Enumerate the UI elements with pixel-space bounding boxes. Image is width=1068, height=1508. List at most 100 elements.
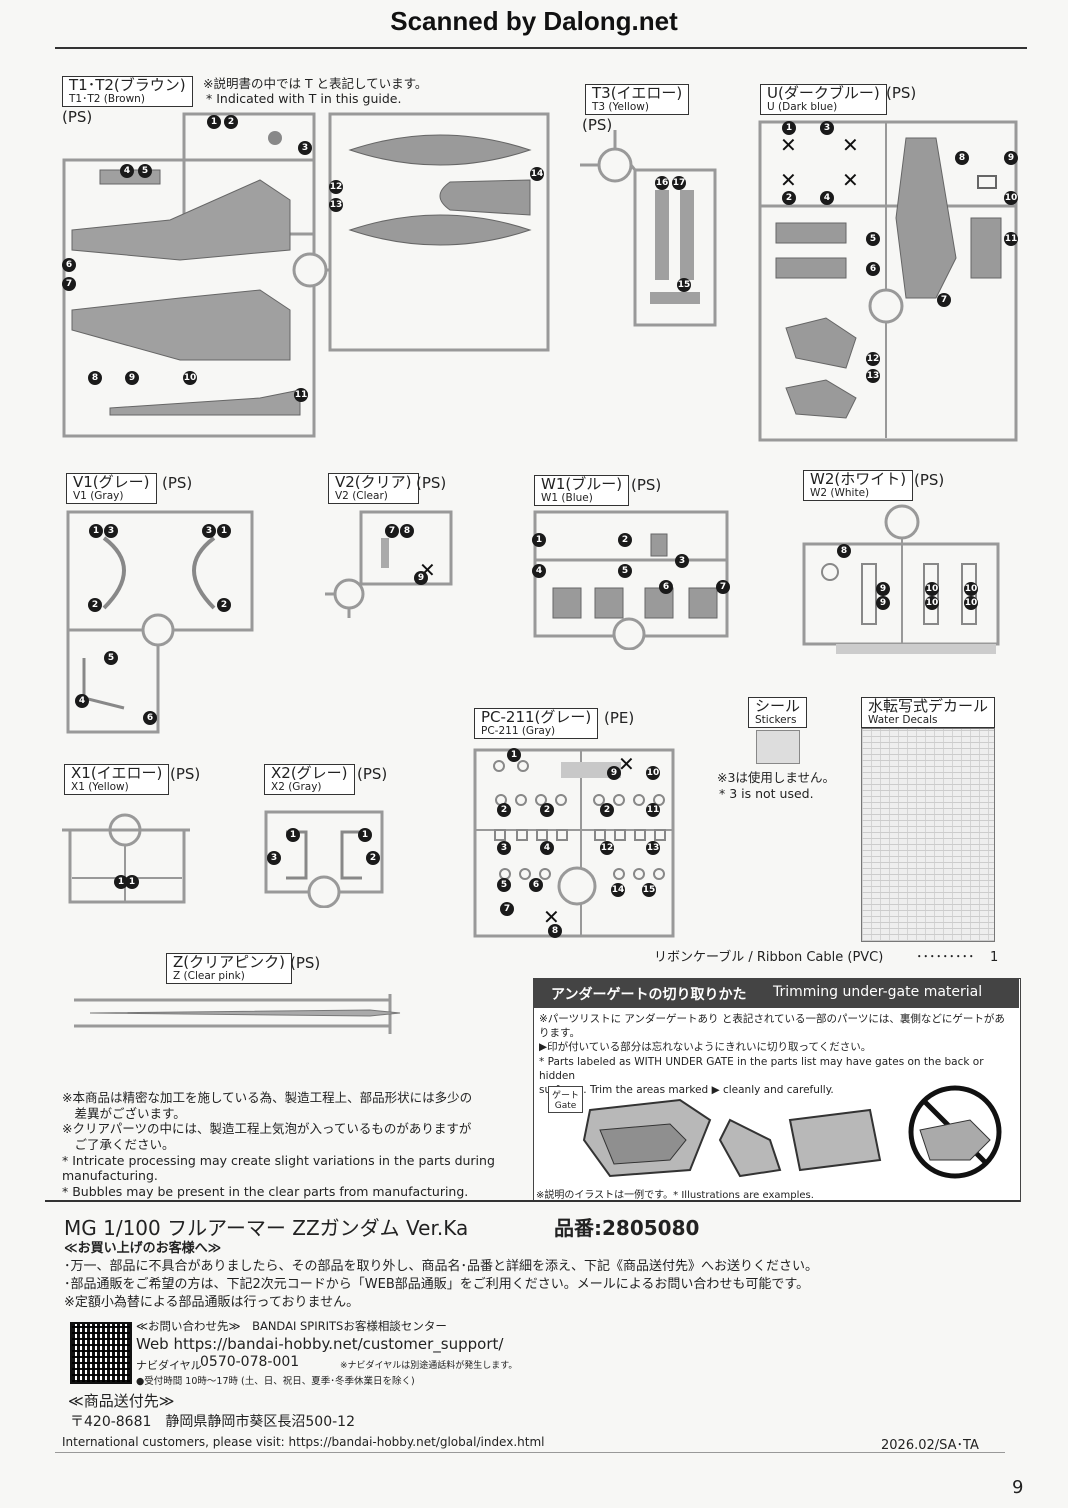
part-number-marker: 10: [1004, 191, 1018, 205]
part-number-marker: 1: [114, 875, 128, 889]
part-number-marker: 4: [820, 191, 834, 205]
part-number-marker: 9: [125, 371, 139, 385]
sprue-t1t2-material: (PS): [62, 108, 93, 126]
part-number-marker: 5: [104, 651, 118, 665]
reception-hours: ●受付時間 10時～17時 (土、日、祝日、夏季･冬季休業日を除く): [136, 1376, 415, 1387]
product-title: MG 1/100 フルアーマー ZZガンダム Ver.Ka: [64, 1216, 469, 1240]
ribbon-cable-text: リボンケーブル / Ribbon Cable (PVC): [654, 950, 884, 965]
part-number-marker: 11: [646, 803, 660, 817]
part-number-marker: 3: [104, 524, 118, 538]
part-number-marker: 9: [876, 596, 890, 610]
part-number-marker: 5: [138, 164, 152, 178]
gate-label: ゲート Gate: [548, 1086, 584, 1113]
unused-part-x-icon: ✕: [842, 133, 859, 157]
unused-part-x-icon: ✕: [543, 905, 560, 929]
part-number-marker: 10: [925, 582, 939, 596]
part-number-marker: 9: [607, 766, 621, 780]
sprue-x2-material: (PS): [357, 765, 388, 783]
part-number-marker: 17: [672, 176, 686, 190]
sprue-u-diagram: [758, 120, 1018, 442]
support-url[interactable]: Web https://bandai-hobby.net/customer_su…: [136, 1335, 504, 1353]
part-number-marker: 4: [532, 564, 546, 578]
part-number-marker: 13: [866, 369, 880, 383]
under-gate-title-en: Trimming under-gate material: [773, 984, 983, 1000]
part-number-marker: 12: [329, 180, 343, 194]
part-number-marker: 1: [532, 533, 546, 547]
unused-part-x-icon: ✕: [842, 168, 859, 192]
part-number-marker: 12: [866, 352, 880, 366]
part-number-marker: 5: [618, 564, 632, 578]
part-number-marker: 13: [329, 198, 343, 212]
part-number-marker: 10: [925, 596, 939, 610]
part-number-marker: 4: [120, 164, 134, 178]
sprue-w1-material: (PS): [631, 476, 662, 494]
part-number-marker: 1: [358, 828, 372, 842]
part-number-marker: 6: [866, 262, 880, 276]
sprue-x1-diagram: [62, 813, 190, 904]
part-number-marker: 2: [224, 115, 238, 129]
part-number-marker: 2: [497, 803, 511, 817]
sprue-u-material: (PS): [886, 84, 917, 102]
sprue-x2-diagram: [264, 810, 384, 908]
sprue-z-tag: Z(クリアピンク) Z (Clear pink): [166, 953, 292, 984]
sprue-pc211-diagram: [473, 748, 675, 938]
part-number-marker: 5: [866, 232, 880, 246]
part-number-marker: 3: [820, 121, 834, 135]
part-number-marker: 1: [207, 115, 221, 129]
part-number-marker: 15: [677, 278, 691, 292]
sprue-x1-material: (PS): [170, 765, 201, 783]
part-number-marker: 16: [655, 176, 669, 190]
part-number-marker: 7: [716, 580, 730, 594]
ship-heading: ≪商品送付先≫: [68, 1392, 175, 1410]
under-gate-header: アンダーゲートの切り取りかた Trimming under-gate mater…: [533, 978, 1019, 1008]
part-number-marker: 2: [366, 851, 380, 865]
sprue-w1-tag: W1(ブルー) W1 (Blue): [534, 475, 630, 506]
part-number-marker: 10: [183, 371, 197, 385]
customer-lines: ･万一、部品に不具合がありましたら、その部品を取り外し、商品名･品番と詳細を添え…: [64, 1259, 819, 1311]
t-note-en: * Indicated with T in this guide.: [206, 91, 402, 106]
part-number-marker: 3: [675, 554, 689, 568]
part-number-marker: 15: [642, 883, 656, 897]
sprue-v2-diagram: [325, 510, 453, 618]
part-number-marker: 9: [414, 571, 428, 585]
sprue-z-diagram: [74, 994, 401, 1034]
disclaimer-block: ※本商品は精密な加工を施している為、製造工程上、部品形状には多少の 差異がござい…: [62, 1090, 495, 1199]
part-number-marker: 6: [62, 258, 76, 272]
sprue-v2-tag: V2(クリア) V2 (Clear): [328, 473, 419, 504]
sprue-w2-diagram: [802, 504, 1000, 654]
t-note-jp: ※説明書の中では T と表記しています。: [203, 76, 428, 91]
sprue-v2-material: (PS): [416, 474, 447, 492]
sprue-x1-tag: X1(イエロー) X1 (Yellow): [64, 764, 170, 795]
part-number-marker: 1: [125, 875, 139, 889]
part-number-marker: 2: [540, 803, 554, 817]
under-gate-title-jp: アンダーゲートの切り取りかた: [551, 987, 747, 1003]
unused-part-x-icon: ✕: [780, 133, 797, 157]
part-number-marker: 1: [782, 121, 796, 135]
part-number-marker: 8: [88, 371, 102, 385]
part-number-marker: 2: [600, 803, 614, 817]
international-url[interactable]: International customers, please visit: h…: [62, 1435, 545, 1449]
date-code: 2026.02/SA･TA: [881, 1438, 979, 1453]
sprue-t3-tag: T3(イエロー) T3 (Yellow): [585, 84, 690, 115]
sprue-w1-diagram: [533, 510, 729, 650]
sprue-v1-diagram: [66, 510, 254, 734]
ribbon-cable-dots: ･････････: [916, 950, 975, 965]
part-number-marker: 4: [540, 841, 554, 855]
part-number-marker: 14: [530, 167, 544, 181]
qr-code[interactable]: [70, 1322, 132, 1384]
sprue-t3-material: (PS): [582, 116, 613, 134]
part-number-marker: 6: [143, 711, 157, 725]
product-code: 品番:2805080: [554, 1216, 700, 1240]
sprue-v1-tag: V1(グレー) V1 (Gray): [66, 473, 157, 504]
ship-address: 〒420-8681 静岡県静岡市葵区長沼500-12: [70, 1414, 355, 1430]
part-number-marker: 4: [75, 694, 89, 708]
part-number-marker: 3: [497, 841, 511, 855]
sticker-note-en: * 3 is not used.: [719, 786, 814, 801]
sprue-t1t2-diagram: [62, 112, 550, 438]
part-number-marker: 2: [217, 598, 231, 612]
sticker-sheet: [756, 730, 800, 764]
sticker-note-jp: ※3は使用しません。: [717, 770, 836, 785]
footer-divider: [45, 1200, 1020, 1202]
sprue-t1t2-tag: T1･T2(ブラウン) T1･T2 (Brown): [62, 76, 193, 107]
top-divider: [55, 47, 1027, 49]
